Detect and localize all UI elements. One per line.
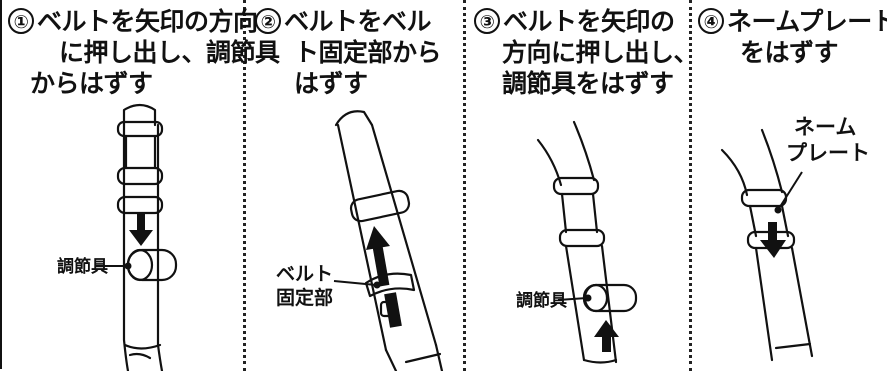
step-2-line-2: ト固定部から (294, 38, 442, 67)
step-2-belt-fixing-label: ベルト 固定部 (276, 262, 333, 310)
panel-divider (689, 0, 692, 371)
step-2-line-1: ベルトをベル (284, 7, 432, 36)
step-2-number: ② (255, 8, 281, 34)
step-1-line-3: からはずす (30, 69, 153, 98)
step-4-nameplate-label: ネーム プレート (786, 114, 870, 166)
step-4-nameplate-line-2: プレート (786, 141, 870, 165)
step-2-belt-fixing-line-2: 固定部 (276, 287, 334, 309)
step-1-number: ① (8, 8, 34, 34)
step-3-number: ③ (474, 8, 500, 34)
step-3-line-2: 方向に押し出し、 (502, 38, 699, 67)
step-2-line-3: はずす (294, 69, 368, 98)
step-4-illustration (720, 128, 814, 362)
step-4-line-1: ネームプレート (727, 7, 887, 36)
step-3-line-1: ベルトを矢印の (503, 7, 675, 36)
step-3-line-3: 調節具をはずす (502, 69, 674, 98)
step-2-illustration (333, 110, 444, 371)
step-1-illustration (96, 103, 178, 371)
step-3-adjuster-label: 調節具 (516, 291, 567, 311)
panel-divider (463, 0, 466, 371)
step-1-line-1: ベルトを矢印の方向 (37, 7, 258, 36)
panel-divider (243, 0, 246, 371)
step-4-line-2: をはずす (740, 38, 839, 67)
step-3-illustration (536, 120, 638, 364)
step-4-number: ④ (698, 8, 724, 34)
step-1-line-2: に押し出し、調節具 (59, 38, 280, 67)
step-2-belt-fixing-line-1: ベルト (276, 263, 334, 285)
step-4-nameplate-line-1: ネーム (794, 115, 857, 139)
step-1-adjuster-label: 調節具 (57, 257, 108, 277)
